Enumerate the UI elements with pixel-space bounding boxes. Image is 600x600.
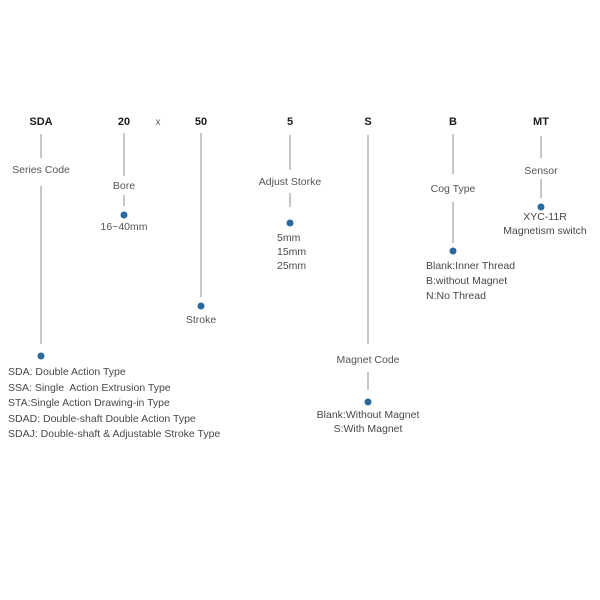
- magnet-option: S:With Magnet: [333, 423, 403, 435]
- cog-terminal-dot: [449, 247, 457, 255]
- series-terminal-dot: [37, 352, 45, 360]
- adjust-stroke-connector-line-bottom: [289, 193, 291, 207]
- bore-connector-line-bottom: [123, 195, 125, 206]
- cog-connector-line-bottom: [452, 202, 454, 243]
- magnet-label: Magnet Code: [336, 354, 400, 366]
- magnet-option: Blank:Without Magnet: [316, 409, 420, 421]
- cog-label: Cog Type: [430, 183, 476, 195]
- cog-option: N:No Thread: [426, 290, 486, 302]
- sensor-connector-line-bottom: [540, 179, 542, 198]
- code-segment-adjust-stroke: 5: [286, 116, 294, 128]
- series-options-list: SDA: Double Action Type SSA: Single Acti…: [8, 365, 220, 443]
- series-option: STA:Single Action Drawing-in Type: [8, 397, 170, 409]
- cog-option: B:without Magnet: [426, 275, 508, 287]
- code-separator-x: x: [155, 117, 161, 128]
- cog-option: Blank:Inner Thread: [426, 260, 516, 272]
- code-segment-sensor: MT: [533, 116, 549, 128]
- magnet-options-list: Blank:Without Magnet S:With Magnet: [317, 408, 420, 436]
- series-option: SDA: Double Action Type: [8, 366, 126, 378]
- adjust-stroke-option: 5mm: [277, 232, 301, 244]
- sensor-terminal-dot: [537, 203, 545, 211]
- adjust-stroke-option: 15mm: [277, 246, 307, 258]
- adjust-stroke-connector-line-top: [289, 135, 291, 170]
- series-connector-line-top: [40, 134, 42, 158]
- series-option: SDAD: Double-shaft Double Action Type: [8, 412, 196, 425]
- series-option: SDAJ: Double-shaft & Adjustable Stroke T…: [8, 428, 221, 440]
- sensor-options-list: XYC-11R Magnetism switch: [503, 211, 586, 238]
- sensor-option-model: XYC-11R: [523, 211, 567, 223]
- series-option: SSA: Single Action Extrusion Type: [8, 381, 171, 394]
- stroke-label: Stroke: [185, 314, 217, 326]
- bore-label: Bore: [112, 180, 136, 192]
- sensor-connector-line-top: [540, 136, 542, 158]
- stroke-terminal-dot: [197, 302, 205, 310]
- bore-terminal-dot: [120, 211, 128, 219]
- magnet-connector-line-bottom: [367, 372, 369, 390]
- sensor-label: Sensor: [524, 165, 558, 177]
- stroke-connector-line: [200, 133, 202, 297]
- adjust-stroke-label: Adjust Storke: [258, 176, 322, 188]
- code-segment-cog: B: [449, 116, 457, 128]
- cog-connector-line-top: [452, 134, 454, 174]
- magnet-terminal-dot: [364, 398, 372, 406]
- code-segment-series: SDA: [29, 116, 53, 128]
- code-segment-stroke: 50: [194, 116, 208, 128]
- adjust-stroke-terminal-dot: [286, 219, 294, 227]
- series-label: Series Code: [12, 164, 70, 176]
- series-connector-line-bottom: [40, 186, 42, 344]
- adjust-stroke-option: 25mm: [277, 260, 307, 272]
- code-segment-bore: 20: [117, 116, 131, 128]
- cog-options-list: Blank:Inner Thread B:without Magnet N:No…: [426, 259, 515, 304]
- adjust-stroke-options-list: 5mm 15mm 25mm: [277, 231, 306, 273]
- sensor-option-type: Magnetism switch: [503, 224, 587, 237]
- magnet-connector-line-top: [367, 135, 369, 344]
- bore-connector-line-top: [123, 133, 125, 176]
- code-segment-magnet: S: [364, 116, 372, 128]
- bore-range: 16~40mm: [100, 221, 148, 233]
